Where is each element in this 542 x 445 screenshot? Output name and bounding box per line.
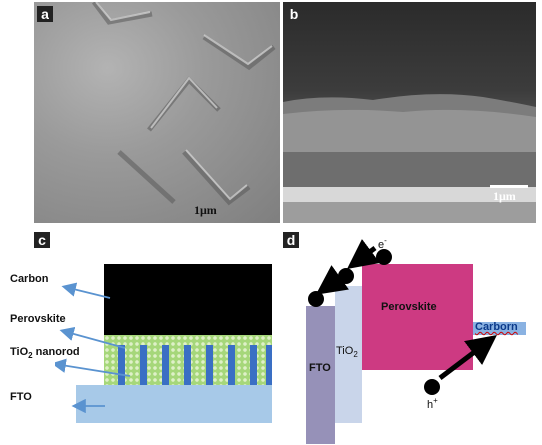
carbon-label: Carbon [10,273,49,285]
sem-cross-section-panel: b 1μm [283,2,536,223]
tio2-subscript-d: 2 [353,350,358,359]
hole-particle [424,379,440,395]
hole-superscript: + [433,396,438,405]
carbon-layer [104,264,272,335]
hole-label: h+ [427,396,438,411]
perovskite-label-d: Perovskite [381,301,437,313]
panel-a-label: a [37,6,53,22]
tio2-nanorod-label: TiO2 nanorod [10,346,80,360]
nanorod-text: nanorod [32,346,80,358]
tio2-text-d: TiO [336,345,354,357]
scale-bar-label-b: 1μm [493,189,516,203]
fto-layer [76,385,272,423]
perovskite-label: Perovskite [10,313,66,325]
fto-label-d: FTO [309,362,331,374]
electron-label: e- [378,236,387,251]
sem-top-view-texture [92,2,276,206]
tio2-subscript: 2 [28,351,33,360]
electron-particle [338,268,354,284]
panel-c-label: c [34,232,50,248]
panel-d-label: d [283,232,299,248]
charge-transfer-diagram [308,239,497,395]
label-arrows [55,282,131,414]
panel-b-label: b [289,6,299,22]
scale-bar [490,185,528,188]
tio2-nanorods [118,345,272,385]
fto-label-c: FTO [10,391,32,403]
electron-superscript: - [384,236,387,245]
perovskite-block [362,264,473,370]
tio2-block [335,286,362,423]
hole-text: h [427,399,434,411]
carborn-text: Carborn [475,321,518,333]
electron-text: e [378,239,385,251]
sem-top-view-panel: a 1μm [34,2,280,223]
carborn-block [473,322,526,335]
sem-cross-section-texture [283,94,536,223]
scale-bar-label-a: 1μm [194,203,217,217]
electron-particle [308,291,324,307]
carborn-label: Carborn [475,321,518,333]
tio2-text: TiO [10,346,29,358]
fto-block [306,306,335,444]
tio2-label-d: TiO2 [336,345,358,359]
electron-particle [376,249,392,265]
